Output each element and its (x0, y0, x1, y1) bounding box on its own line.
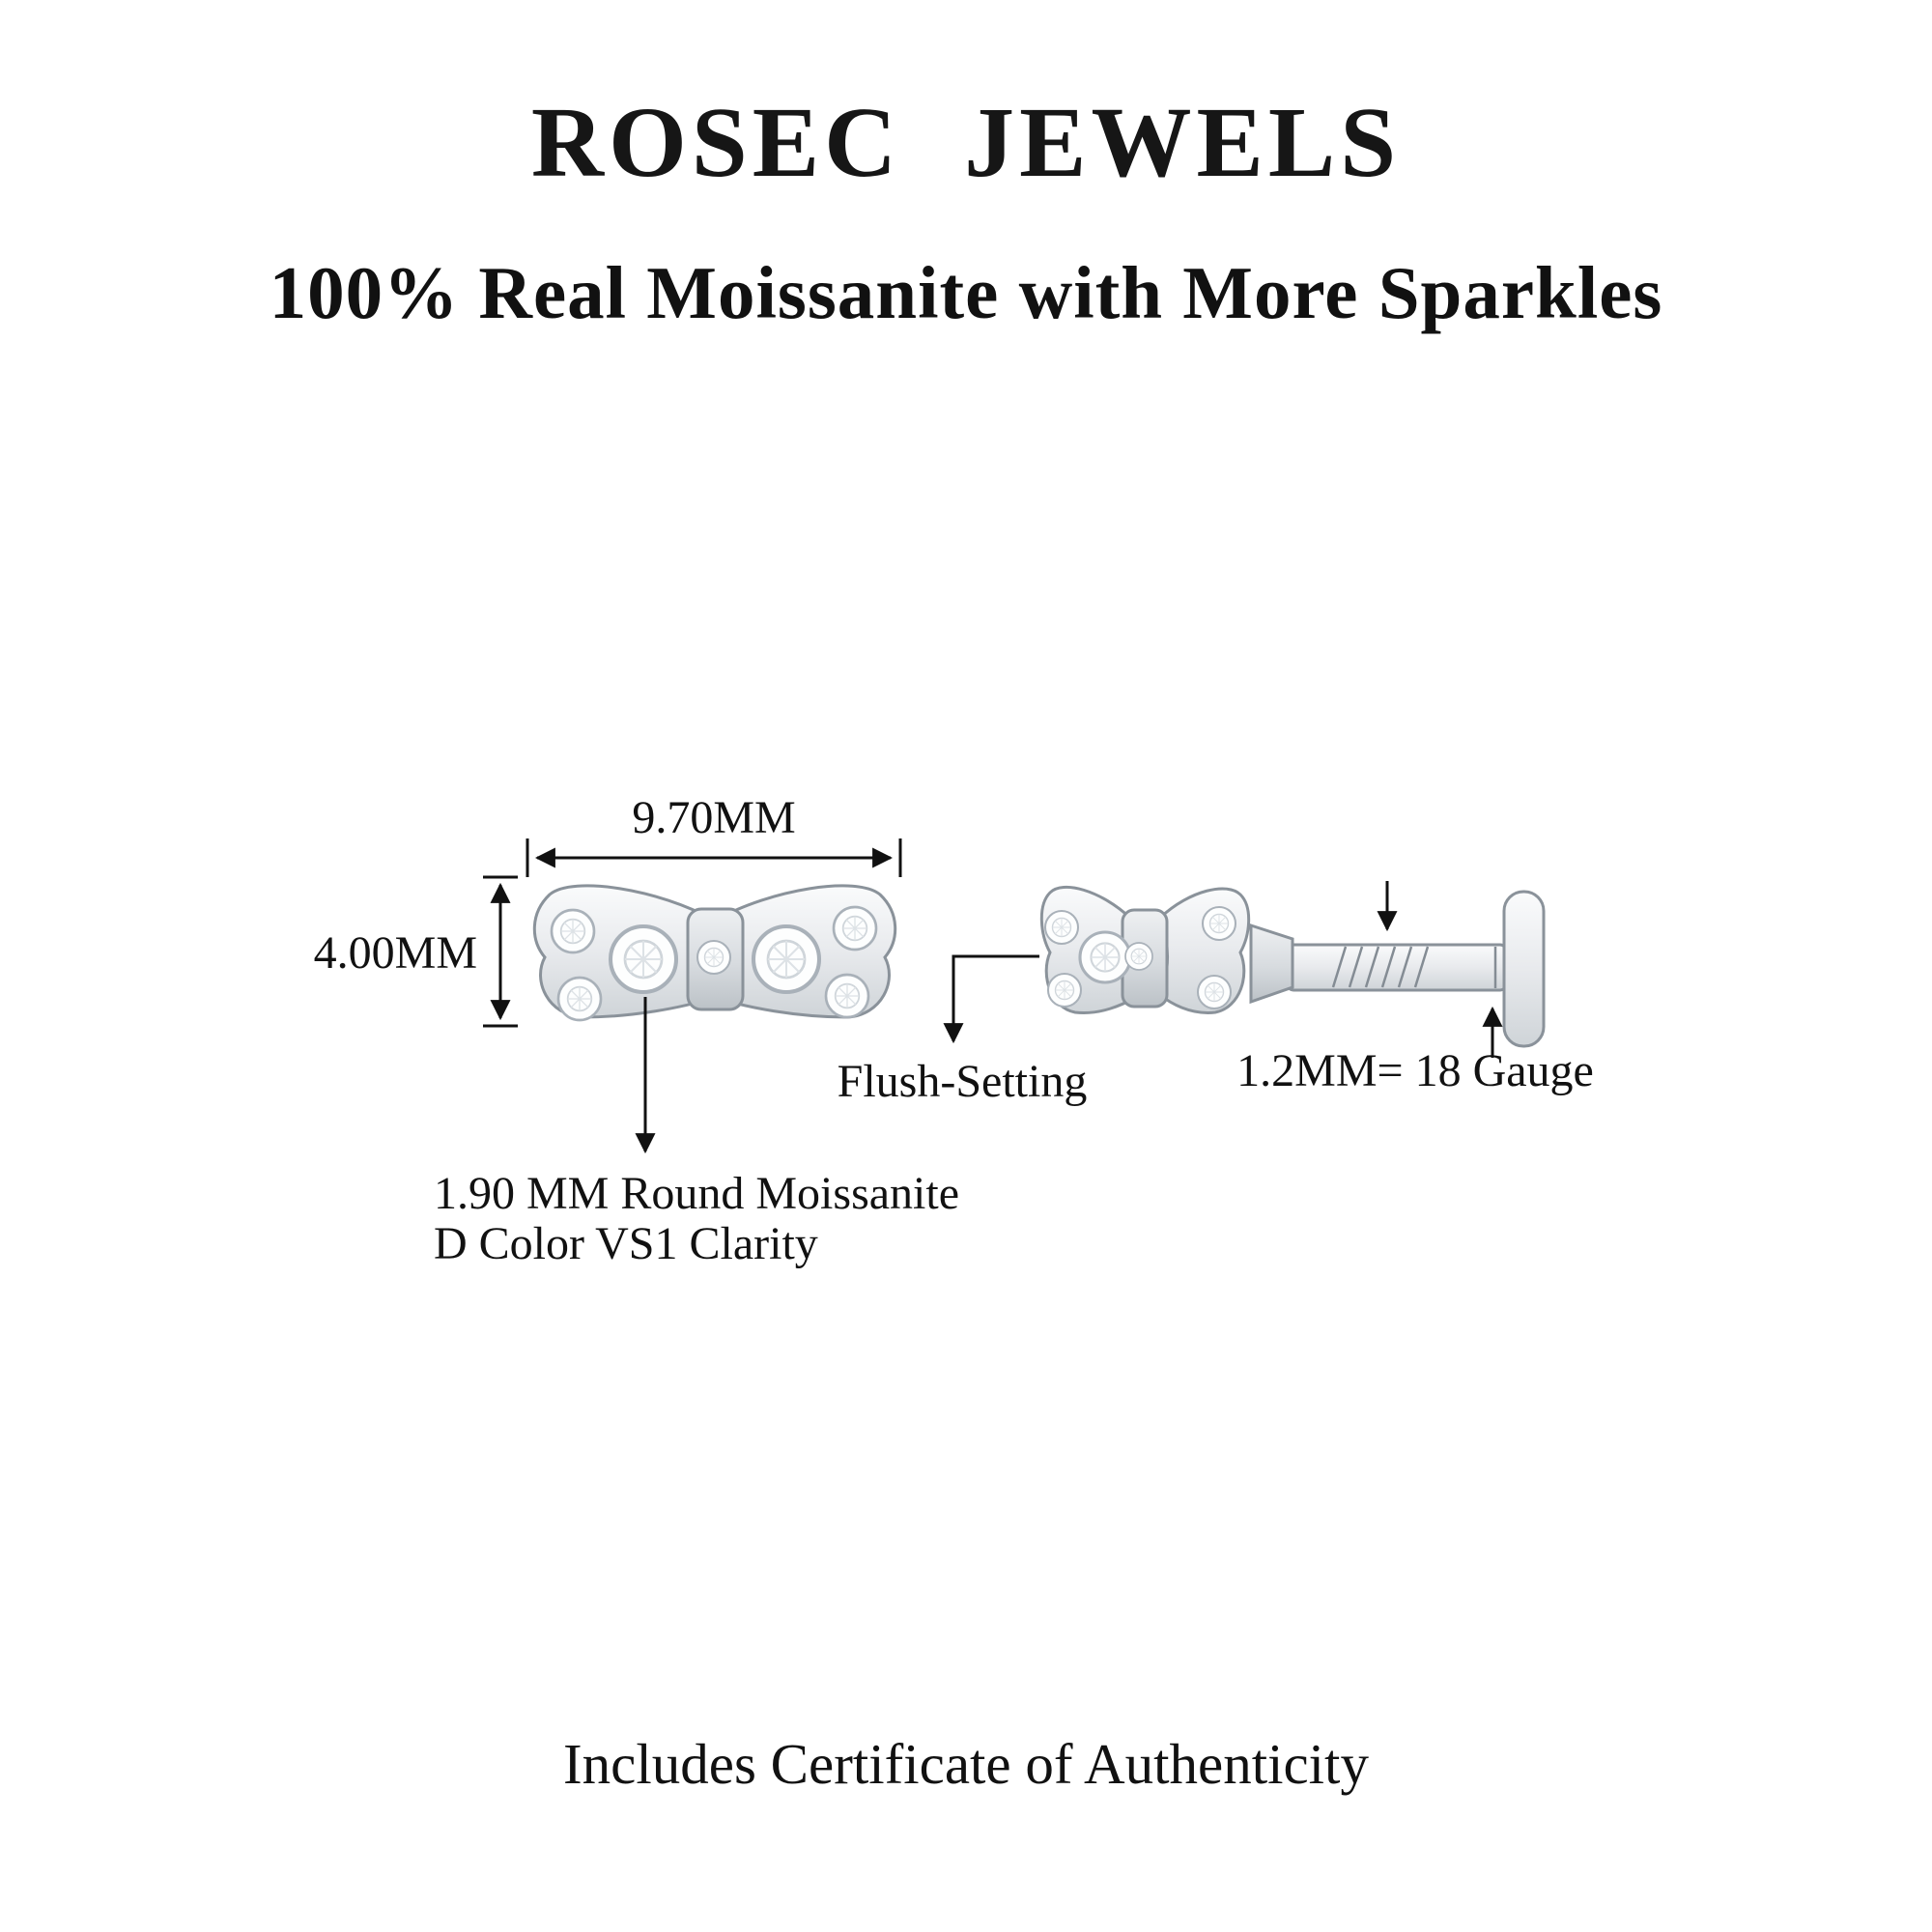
header: ROSEC JEWELS 100% Real Moissanite with M… (0, 85, 1932, 336)
callout-flush-setting: Flush-Setting (838, 954, 1088, 1107)
gauge-label: 1.2MM= 18 Gauge (1236, 1045, 1594, 1096)
post-bar (1286, 943, 1508, 992)
bow-side-view (1039, 885, 1294, 1015)
footer: Includes Certificate of Authenticity (0, 1731, 1932, 1798)
callout-stone: 1.90 MM Round Moissanite D Color VS1 Cla… (434, 997, 959, 1269)
stone-spec-line1: 1.90 MM Round Moissanite (434, 1168, 959, 1219)
width-dimension-label: 9.70MM (632, 792, 795, 843)
width-dimension: 9.70MM (526, 792, 902, 877)
height-dimension-label: 4.00MM (314, 927, 477, 979)
bow-front-view (532, 884, 897, 1022)
back-plate (1249, 923, 1294, 1005)
stone-spec-line2: D Color VS1 Clarity (434, 1218, 818, 1269)
brand-subtitle: 100% Real Moissanite with More Sparkles (269, 251, 1663, 334)
labret-post (1286, 890, 1546, 1048)
callout-gauge: 1.2MM= 18 Gauge (1236, 881, 1594, 1096)
certificate-note: Includes Certificate of Authenticity (563, 1732, 1369, 1796)
height-dimension: 4.00MM (314, 875, 518, 1028)
post-threads (1331, 946, 1430, 988)
flush-setting-label: Flush-Setting (838, 1056, 1088, 1107)
flat-back-disc (1502, 890, 1546, 1048)
brand-title: ROSEC JEWELS (530, 87, 1402, 198)
